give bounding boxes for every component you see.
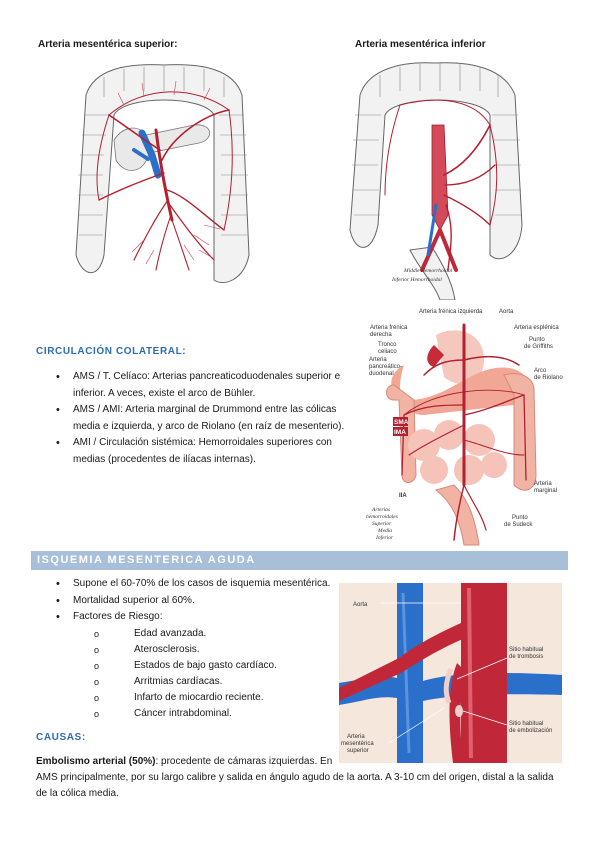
ischemia-item: Factores de Riesgo: [36, 609, 336, 626]
diagram-aorta-label: Aorta [353, 602, 368, 608]
sma-diagram-label-2: mesentérica [341, 741, 374, 747]
embolism-text-3: de la cólica media. [36, 788, 119, 799]
collateral-section-title: CIRCULACIÓN COLATERAL: [36, 346, 187, 357]
label-hemo-2: hemorroidales [366, 514, 398, 520]
ima-label: IMA [394, 429, 406, 436]
risk-factor-item: Edad avanzada. [78, 626, 338, 642]
label-punto-griffiths-1: Punto [529, 337, 545, 343]
collateral-item: AMI / Circulación sistémica: Hemorroidal… [36, 435, 354, 468]
label-arco-riolano-2: de Riolano [534, 375, 563, 381]
label-sudeck-2: de Sudeck [504, 522, 533, 528]
causes-section-title: CAUSAS: [36, 732, 86, 743]
risk-factor-item: Arritmias cardíacas. [78, 674, 338, 690]
label-punto-griffiths-2: de Griffiths [524, 344, 553, 350]
risk-factor-item: Aterosclerosis. [78, 642, 338, 658]
label-marginal-2: marginal [534, 488, 557, 494]
risk-factor-item: Infarto de miocardio reciente. [78, 690, 338, 706]
embolism-thrombosis-diagram: Aorta Sitio habitual de trombosis Sitio … [339, 583, 562, 763]
embolism-label: Embolismo arterial (50%) [36, 756, 156, 767]
label-hemo-5: Inferior [375, 534, 394, 541]
label-aorta: Aorta [499, 309, 514, 315]
label-arco-riolano-1: Arco [534, 368, 547, 374]
sma-diagram-label-3: superior [347, 748, 369, 754]
ima-anatomy-illustration: Middle Hemorrhoidal Inferior Hemorrhoida… [349, 62, 523, 300]
risk-factors-list: Edad avanzada. Aterosclerosis. Estados d… [78, 626, 338, 722]
label-duodenal: duodenal [369, 371, 394, 377]
sma-diagram-label-1: Arteria [347, 734, 365, 740]
embolism-text-2: AMS principalmente, por su largo calibre… [36, 772, 554, 783]
label-celiaco: celiaco [378, 349, 397, 355]
collateral-list: AMS / T. Celíaco: Arterias pancreaticodu… [36, 369, 354, 468]
ischemia-list: Supone el 60-70% de los casos de isquemi… [36, 576, 336, 626]
ischemia-item: Mortalidad superior al 60%. [36, 593, 336, 610]
sma-anatomy-illustration [75, 64, 250, 284]
label-pancreatico: pancreático- [369, 364, 402, 370]
label-phrenic-left: Arteria frénica izquierda [419, 309, 483, 315]
label-hemo-3: Superior [372, 521, 392, 527]
embolization-label-2: de embolización [509, 728, 552, 734]
ima-caption-middle: Middle Hemorrhoidal [403, 268, 453, 274]
risk-factor-item: Estados de bajo gasto cardíaco. [78, 658, 338, 674]
sma-label: SMA [394, 419, 409, 426]
embolism-line-1: Embolismo arterial (50%): procedente de … [36, 754, 336, 771]
embolism-text-1: : procedente de cámaras izquierdas. En [155, 756, 333, 767]
label-marginal-1: Arteria [534, 481, 552, 487]
ima-caption-inferior: Inferior Hemorrhoidal [391, 276, 442, 283]
ima-figure-title: Arteria mesentérica inferior [355, 39, 486, 50]
ischemia-section-banner: ISQUEMIA MESENTERICA AGUDA [31, 551, 568, 570]
label-hemo-4: Media [377, 528, 392, 534]
collateral-item: AMS / T. Celíaco: Arterias pancreaticodu… [36, 369, 354, 402]
label-tronco: Tronco [378, 342, 397, 348]
embolization-label-1: Sitio habitual [509, 721, 543, 727]
risk-factor-item: Cáncer intrabdominal. [78, 706, 338, 722]
collateral-item: AMS / AMI: Arteria marginal de Drummond … [36, 402, 354, 435]
label-hemo-1: Arterias [371, 507, 390, 513]
thrombosis-label-1: Sitio habitual [509, 647, 543, 653]
label-phrenic-right: Arteria frénica [370, 325, 408, 331]
ischemia-item: Supone el 60-70% de los casos de isquemi… [36, 576, 336, 593]
label-derecha: derecha [370, 332, 392, 338]
label-iia: IIA [399, 493, 407, 499]
thrombosis-label-2: de trombosis [509, 654, 543, 660]
sma-figure-title: Arteria mesentérica superior: [38, 39, 178, 50]
collateral-circulation-diagram: SMA IMA Arteria frénica izquierda Aorta … [366, 309, 563, 546]
label-splenic: Arteria esplénica [514, 325, 559, 331]
label-sudeck-1: Punto [512, 515, 528, 521]
label-arteria: Arteria [369, 357, 387, 363]
